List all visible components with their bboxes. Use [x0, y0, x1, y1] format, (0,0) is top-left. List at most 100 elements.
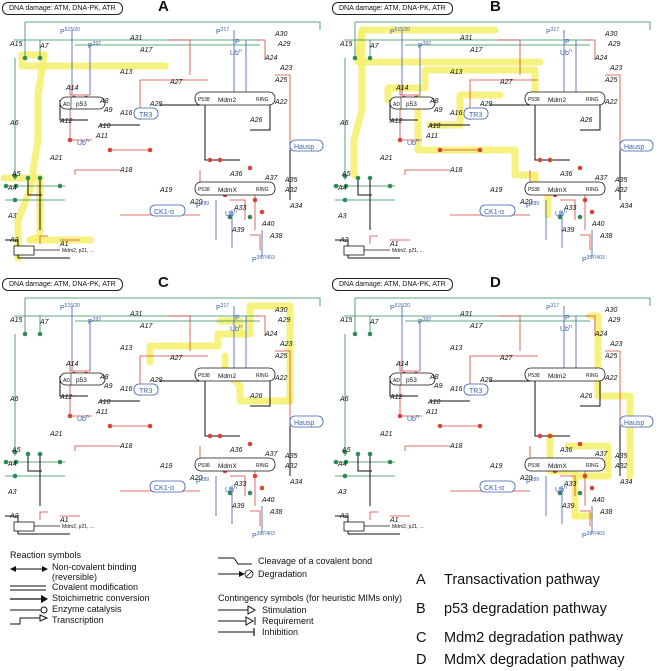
reaction-label-a37: A37 — [264, 451, 279, 458]
edge-line — [389, 376, 418, 397]
pathway-letter: C — [416, 630, 427, 646]
p53-label: p53 — [406, 377, 417, 384]
edge-line — [250, 100, 271, 131]
reaction-label-a3: A3 — [7, 213, 17, 220]
junction-dot — [333, 459, 339, 465]
mdm2-node — [524, 367, 606, 382]
junction-dot — [3, 183, 9, 189]
edge-line — [399, 361, 420, 372]
reaction-label-a31: A31 — [129, 311, 143, 318]
ck1a-node — [479, 480, 516, 493]
transcription-arrow — [369, 511, 378, 520]
reaction-label-a39: A39 — [561, 227, 575, 234]
reaction-label-a18: A18 — [449, 443, 463, 450]
reaction-label-a17: A17 — [139, 323, 154, 330]
reaction-label-a16: A16 — [119, 386, 133, 393]
junction-dot — [227, 490, 233, 496]
ck1a-label: CK1-α — [154, 209, 174, 216]
phospho-site-label: P392 — [88, 317, 101, 326]
junction-dot — [342, 473, 348, 479]
phospho-site-label: Ubn — [225, 485, 237, 494]
ring-domain: RING — [256, 373, 269, 379]
mdmx-label: MdmX — [218, 463, 237, 470]
tr3-label: TR3 — [469, 112, 482, 119]
reaction-label-a9: A9 — [103, 383, 113, 390]
reaction-label-a11: A11 — [425, 133, 438, 140]
reaction-label-a6: A6 — [339, 120, 349, 127]
reaction-label-a10: A10 — [427, 123, 441, 130]
reaction-label-a22: A22 — [604, 99, 618, 106]
reaction-label-a12: A12 — [389, 118, 403, 125]
phospho-site-label: P392 — [88, 41, 101, 50]
mdmx-label: MdmX — [548, 187, 567, 194]
target-genes-label: Mdm2, p21, ... — [392, 248, 424, 254]
reaction-label-a24: A24 — [264, 331, 278, 338]
junction-dot — [57, 183, 63, 189]
phospho-site-label: P317 — [546, 27, 559, 36]
ck1a-node — [479, 204, 516, 217]
ring-domain: RING — [256, 463, 269, 469]
dna-damage-box: DNA damage: ATM, DNA-PK, ATR — [332, 2, 453, 15]
reaction-label-a15: A15 — [339, 317, 353, 324]
junction-dot — [352, 331, 358, 337]
transcription-arrow — [39, 511, 48, 520]
gene-box — [343, 245, 365, 256]
reaction-label-a12: A12 — [389, 394, 403, 401]
reaction-label-a16: A16 — [449, 386, 463, 393]
reaction-label-a2: A2 — [339, 513, 349, 520]
junction-dot — [247, 441, 253, 447]
reaction-label-a35: A35 — [284, 177, 298, 184]
junction-dot — [25, 175, 31, 181]
reaction-label-a9: A9 — [433, 383, 443, 390]
junction-dot — [67, 137, 73, 143]
panel-letter: B — [490, 0, 501, 15]
reaction-label-a7: A7 — [39, 319, 50, 326]
reaction-label-a13: A13 — [449, 69, 463, 76]
reaction-label-a39: A39 — [231, 503, 245, 510]
mdm2-label: Mdm2 — [218, 97, 236, 104]
ck1a-label: CK1-α — [154, 485, 174, 492]
reaction-label-a33: A33 — [563, 205, 577, 212]
reaction-label-a34: A34 — [619, 479, 633, 486]
edge-line — [250, 376, 271, 407]
edge-line — [580, 100, 601, 131]
legend-item: Stimulation — [262, 605, 307, 615]
p538-domain: P538 — [198, 463, 210, 469]
reaction-label-a40: A40 — [261, 221, 275, 228]
legend-item: Cleavage of a covalent bond — [258, 556, 373, 566]
phospho-site-label: Ubn — [560, 48, 572, 57]
edge-line — [357, 454, 372, 472]
reaction-label-a5: A5 — [11, 171, 21, 178]
edge-line — [275, 350, 291, 426]
junction-dot — [57, 459, 63, 465]
reaction-label-a13: A13 — [449, 345, 463, 352]
junction-dot — [107, 423, 113, 429]
edge-line — [59, 100, 88, 121]
target-genes-label: Mdm2, p21, ... — [62, 248, 94, 254]
requirement-icon — [218, 616, 256, 626]
reaction-label-a31: A31 — [129, 35, 143, 42]
reaction-label-a9: A9 — [433, 107, 443, 114]
contingency-heading: Contingency symbols (for heuristic MIMs … — [218, 593, 403, 603]
reaction-label-a21: A21 — [379, 155, 393, 162]
hausp-node — [289, 415, 324, 428]
reaction-label-a27: A27 — [499, 79, 514, 86]
phospho-site-label: Ubn — [560, 324, 572, 333]
phospho-site-label: P392 — [418, 41, 431, 50]
phospho-label: P — [565, 315, 570, 322]
reaction-label-a12: A12 — [59, 118, 73, 125]
reaction-label-a25: A25 — [604, 77, 618, 84]
reaction-label-a2: A2 — [339, 237, 349, 244]
junction-dot — [547, 433, 553, 439]
reaction-label-a5: A5 — [341, 171, 351, 178]
junction-dot — [343, 459, 349, 465]
p53-label: p53 — [76, 101, 87, 108]
reaction-label-a22: A22 — [274, 375, 288, 382]
reaction-label-a21: A21 — [379, 431, 393, 438]
junction-dot — [342, 449, 348, 455]
reaction-label-a29: A29 — [277, 41, 291, 48]
edge-line — [560, 199, 576, 220]
